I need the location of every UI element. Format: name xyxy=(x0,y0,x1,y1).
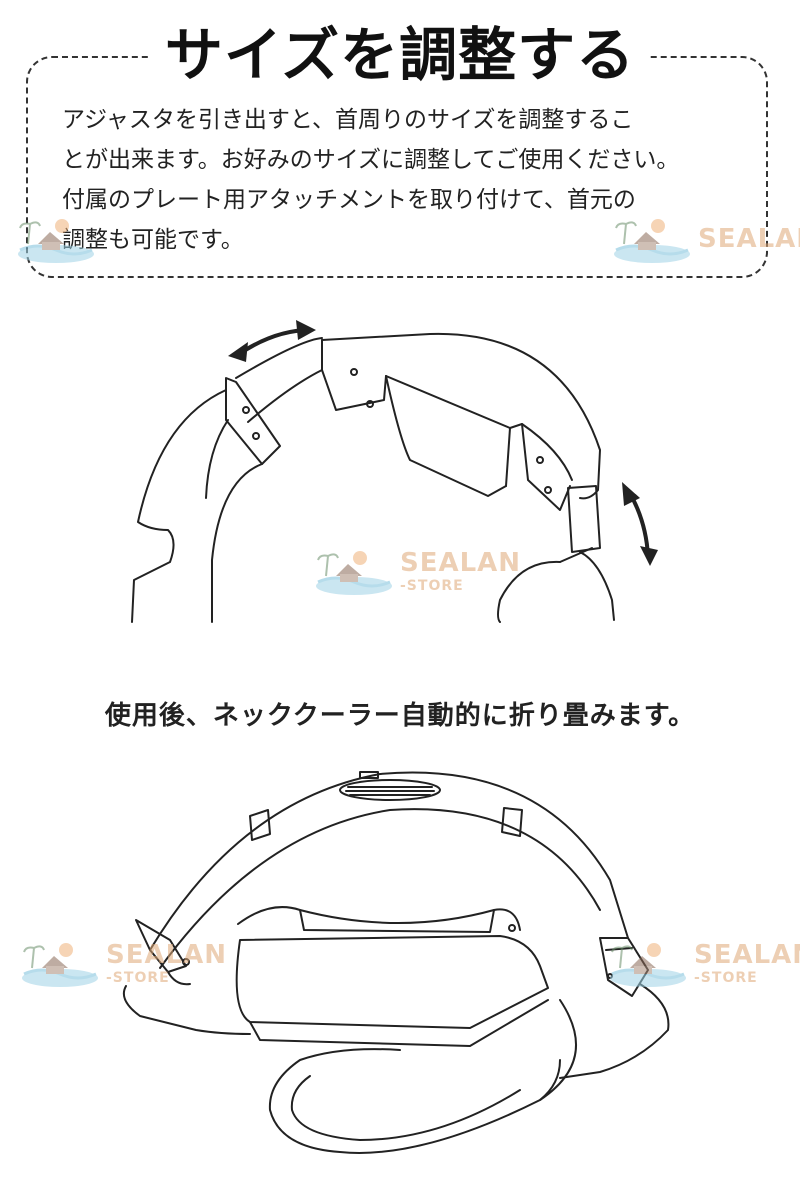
description-line: 付属のプレート用アタッチメントを取り付けて、首元の xyxy=(62,187,636,213)
watermark-brand: SEALAN xyxy=(400,548,522,578)
watermark-brand: SEALAN xyxy=(106,940,228,970)
fold-caption: 使用後、ネッククーラー自動的に折り畳みます。 xyxy=(104,701,696,731)
description-line: とが出来ます。お好みのサイズに調整してご使用ください。 xyxy=(62,147,680,173)
title-wrap: サイズを調整する xyxy=(0,8,800,92)
watermark xyxy=(14,214,98,268)
watermark-sub: -STORE xyxy=(106,970,170,986)
beach-house-logo-icon xyxy=(316,551,392,595)
beach-house-logo-icon xyxy=(18,219,94,263)
page-title: サイズを調整する xyxy=(150,8,650,92)
description: アジャスタを引き出すと、首周りのサイズを調整するこ とが出来ます。お好みのサイズ… xyxy=(62,100,762,260)
watermark: SEALAN -STORE xyxy=(18,938,227,988)
beach-house-logo-icon xyxy=(610,943,686,987)
watermark-sub: -STORE xyxy=(694,970,758,986)
watermark-brand: SEALAN xyxy=(694,940,800,970)
description-line: アジャスタを引き出すと、首周りのサイズを調整するこ xyxy=(62,107,634,133)
beach-house-logo-icon xyxy=(22,943,98,987)
watermark-sub: -STORE xyxy=(400,578,464,594)
watermark: SEALAN -STORE xyxy=(606,938,800,988)
watermark: SEALAN -STORE xyxy=(312,546,521,596)
folded-cooler-illustration xyxy=(0,760,800,1180)
watermark-brand: SEALAN xyxy=(698,224,800,254)
adjuster-illustration xyxy=(0,320,658,630)
adjust-arrows-icon xyxy=(228,320,658,566)
description-line: 調整も可能です。 xyxy=(62,227,244,253)
watermark: SEALAN xyxy=(610,214,800,264)
beach-house-logo-icon xyxy=(614,219,690,263)
